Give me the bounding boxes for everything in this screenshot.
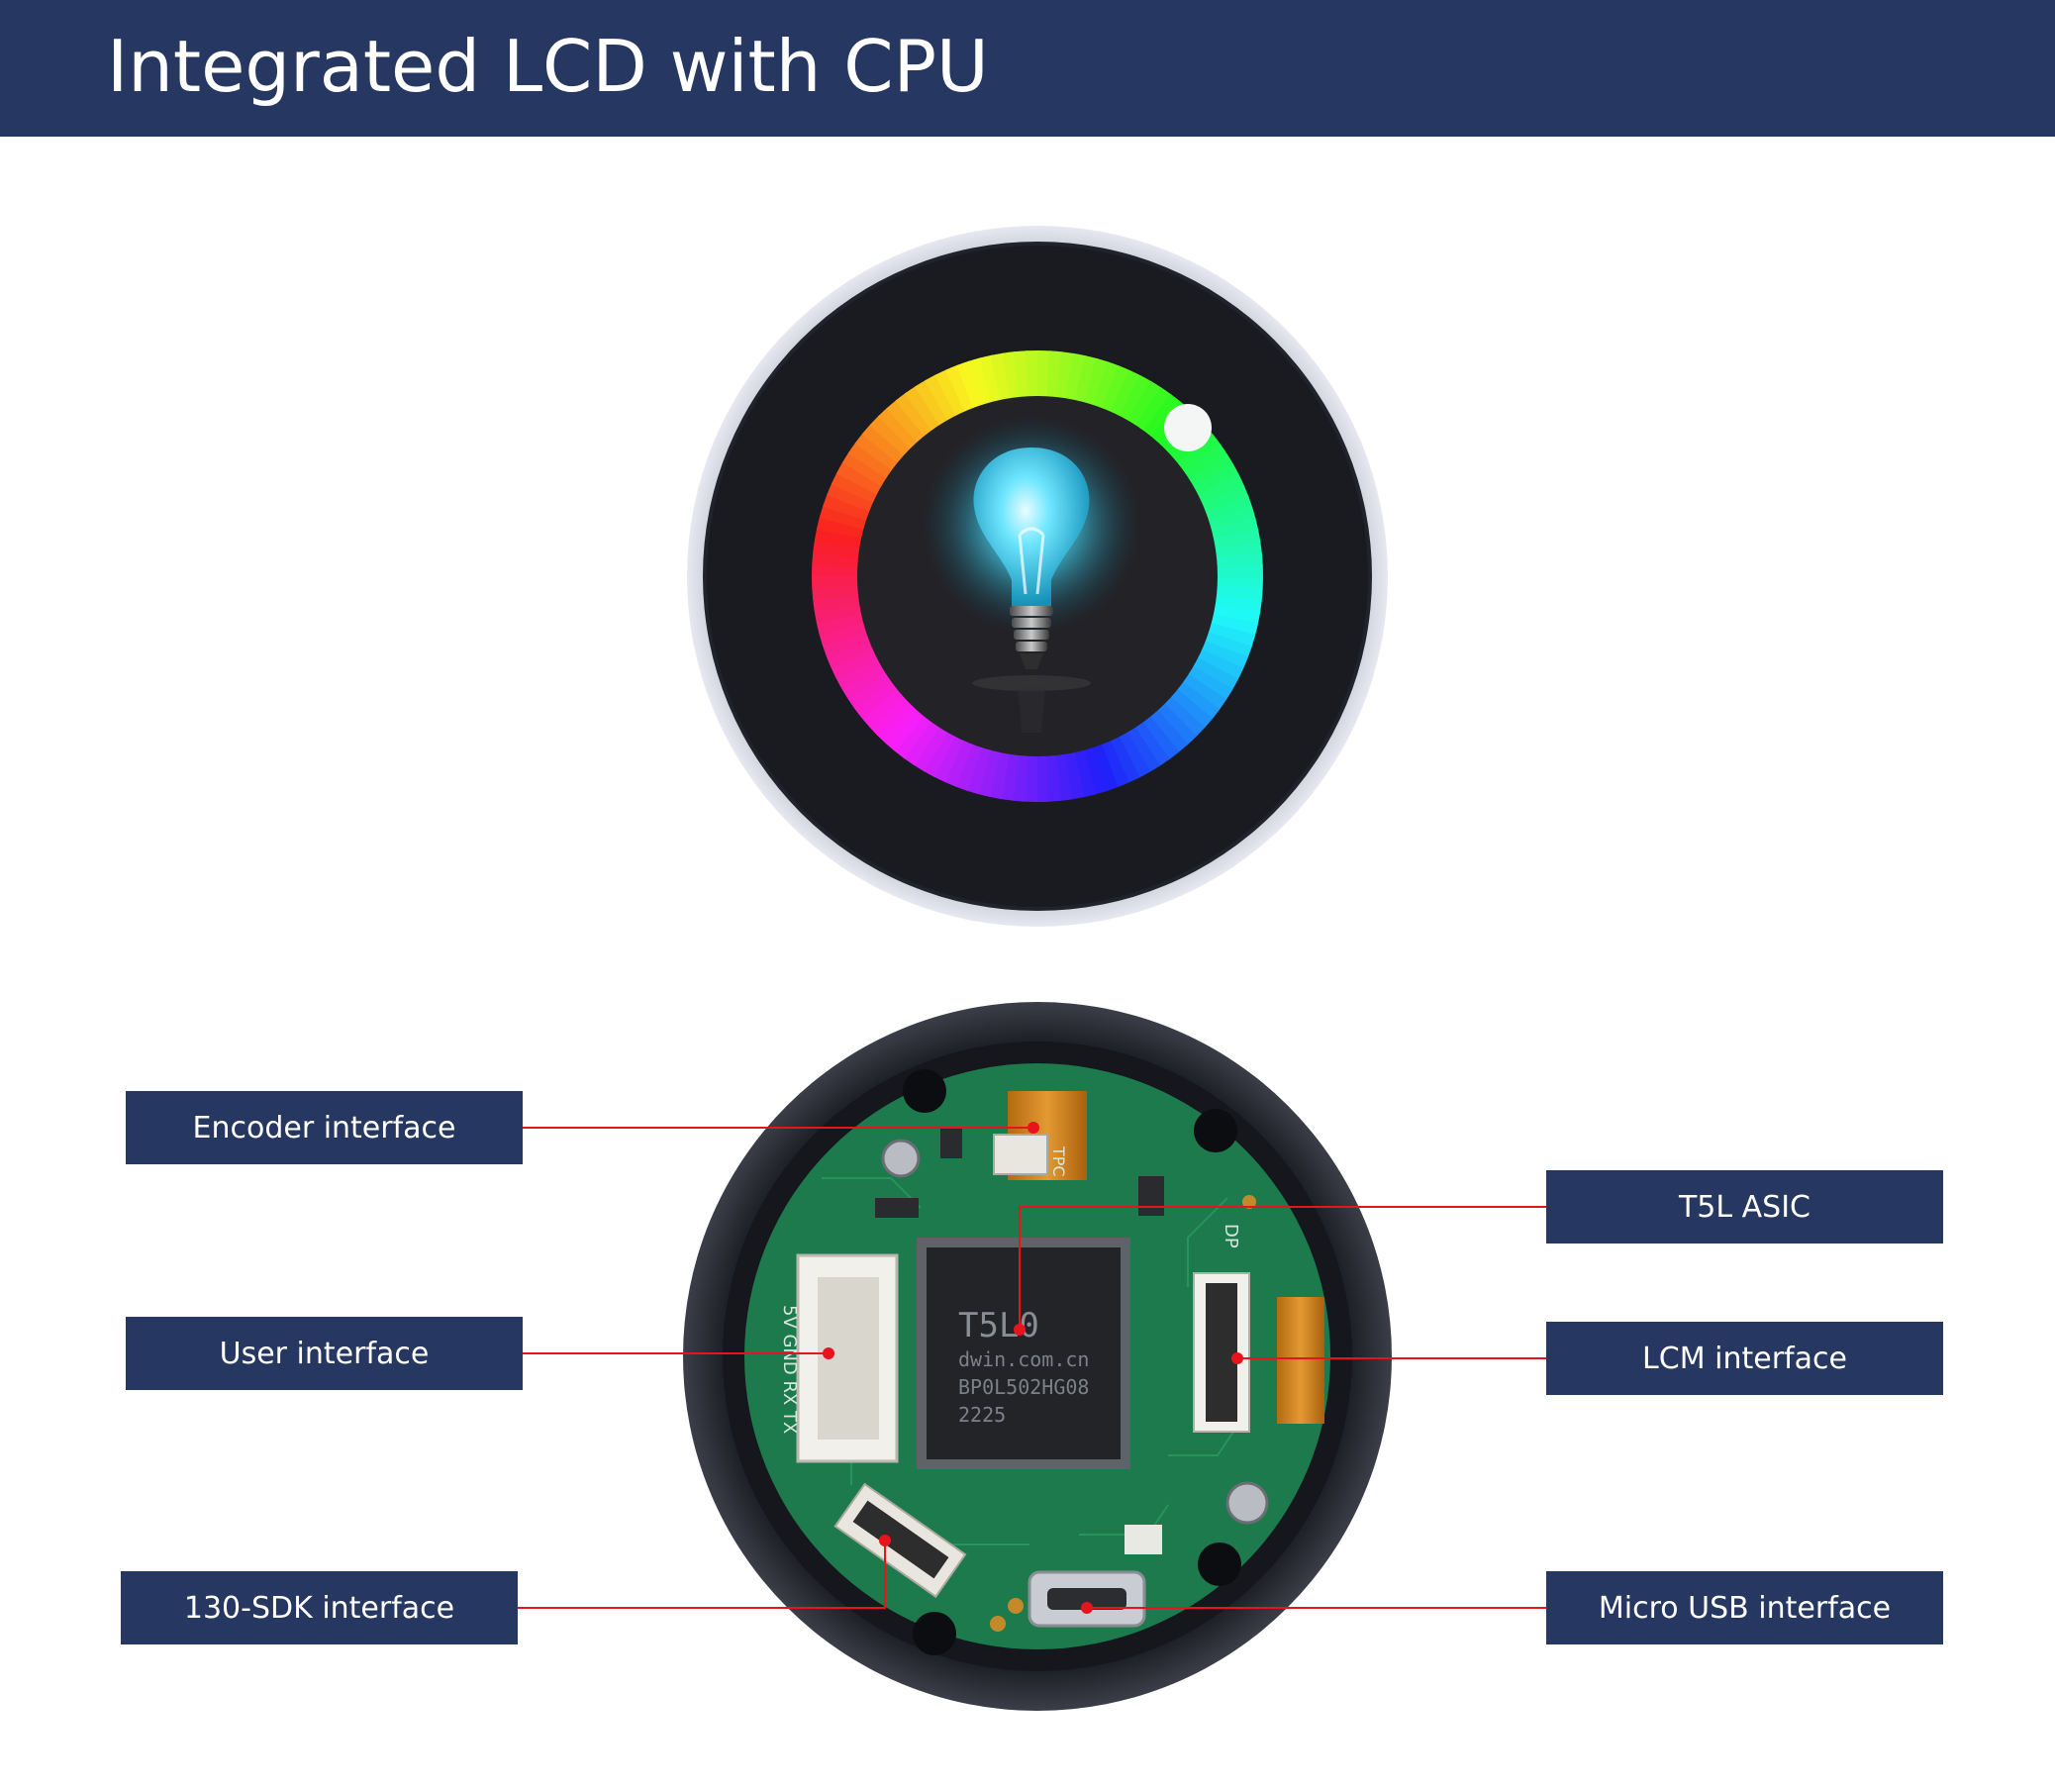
- lcm-ribbon-cable: [1277, 1297, 1324, 1424]
- chip-marking-4: 2225: [958, 1403, 1006, 1427]
- mount-hole: [903, 1069, 946, 1113]
- rainbow-color-ring: [812, 350, 1264, 802]
- test-pad: [1242, 1195, 1256, 1209]
- encoder-interface-label: Encoder interface: [126, 1091, 523, 1164]
- screw: [1225, 1481, 1269, 1525]
- component: [940, 1129, 962, 1158]
- micro-usb-opening: [1047, 1588, 1126, 1610]
- chip-marking-1: T5L0: [958, 1306, 1039, 1345]
- component: [1125, 1525, 1162, 1554]
- mount-hole: [1198, 1543, 1241, 1586]
- user-interface-label: User interface: [126, 1317, 523, 1390]
- lcm-callout-dot: [1231, 1352, 1243, 1364]
- encoder-connector: [993, 1134, 1048, 1175]
- usb-callout-dot: [1081, 1602, 1093, 1614]
- micro-usb-interface-label: Micro USB interface: [1546, 1571, 1943, 1644]
- mount-hole: [1194, 1109, 1237, 1152]
- lcm-connector-slot: [1206, 1283, 1237, 1422]
- chip-marking-2: dwin.com.cn: [958, 1347, 1089, 1371]
- t5l-chip: [927, 1247, 1121, 1459]
- user-callout-dot: [823, 1347, 834, 1359]
- tpc-silkscreen: TPC: [1049, 1145, 1068, 1177]
- callout-dots: [823, 1122, 1243, 1614]
- sdk-callout-dot: [879, 1535, 891, 1546]
- sdk-interface-label: 130-SDK interface: [121, 1571, 518, 1644]
- t5l-callout-dot: [1014, 1324, 1026, 1336]
- chip-marking-3: BP0L502HG08: [958, 1375, 1089, 1399]
- sdk-callout-line: [518, 1541, 886, 1609]
- light-bulb-icon: [923, 416, 1140, 733]
- t5l-asic-label: T5L ASIC: [1546, 1170, 1943, 1244]
- t5l-callout-line: [1019, 1206, 1546, 1330]
- front-view: [687, 226, 1388, 927]
- screw: [881, 1139, 921, 1178]
- pin-silkscreen: 5V GND RX TX: [779, 1305, 800, 1434]
- page-title: Integrated LCD with CPU: [107, 25, 989, 108]
- test-pad: [990, 1616, 1006, 1632]
- component: [875, 1198, 919, 1218]
- back-view: T5L0 dwin.com.cn BP0L502HG08 2225 5V GND…: [683, 1002, 1392, 1711]
- mount-hole: [913, 1612, 956, 1655]
- dp-silkscreen: DP: [1221, 1224, 1241, 1248]
- component: [1138, 1176, 1164, 1216]
- title-bar: Integrated LCD with CPU: [0, 0, 2055, 137]
- lcm-interface-label: LCM interface: [1546, 1322, 1943, 1395]
- test-pad: [1008, 1598, 1024, 1614]
- color-slider-knob: [1164, 404, 1212, 451]
- encoder-callout-dot: [1028, 1122, 1039, 1134]
- callout-lines: [518, 1127, 1546, 1609]
